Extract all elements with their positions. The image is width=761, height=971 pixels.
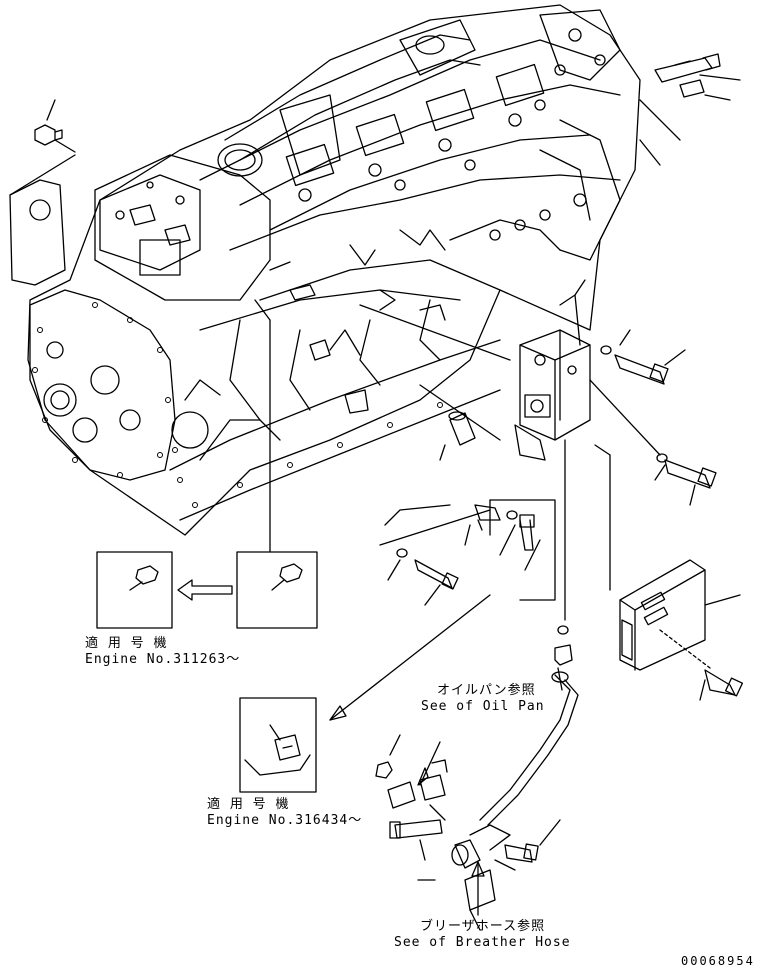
spacer bbox=[359, 304, 511, 461]
oil-pan-en-label: See of Oil Pan bbox=[421, 699, 545, 714]
engine-311263-jp-label: 適 用 号 機 bbox=[85, 636, 168, 651]
engine-316434-jp-label: 適 用 号 機 bbox=[207, 797, 290, 812]
engine-311263-en-label: Engine No.311263～ bbox=[85, 652, 241, 667]
oil-pan-jp-label: オイルパン参照 bbox=[437, 683, 536, 698]
breather-hose-jp-label: ブリーザホース参照 bbox=[420, 919, 546, 934]
controller-box bbox=[619, 559, 744, 701]
engine-block bbox=[27, 4, 641, 536]
gasket-plate bbox=[9, 154, 76, 286]
breather-hose-en-label: See of Breather Hose bbox=[394, 935, 571, 950]
inset-engine-311263 bbox=[96, 299, 318, 629]
engine-316434-en-label: Engine No.316434～ bbox=[207, 813, 363, 828]
filter-housing bbox=[514, 279, 717, 591]
top-right-sensor bbox=[639, 53, 741, 166]
oil-pipe-assembly bbox=[375, 439, 579, 931]
top-left-sensor bbox=[34, 99, 76, 153]
inset-engine-316434 bbox=[239, 594, 491, 793]
drawing-number: 00068954 bbox=[681, 954, 755, 968]
bolt-kit-inset bbox=[379, 499, 556, 606]
